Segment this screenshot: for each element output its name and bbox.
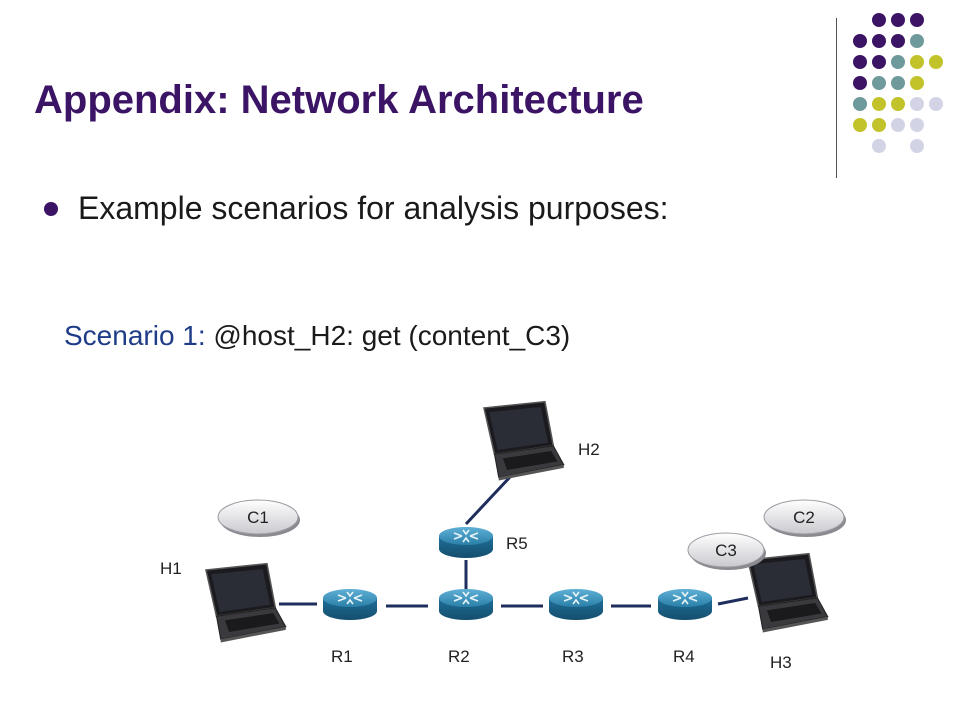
bullet-item: Example scenarios for analysis purposes: (44, 190, 669, 227)
decorative-dot (853, 76, 867, 90)
router-r2 (438, 588, 494, 621)
router-r4-label: R4 (673, 647, 695, 666)
router-r5-label: R5 (506, 534, 528, 553)
bullet-text: Example scenarios for analysis purposes: (78, 190, 669, 226)
decorative-dot (872, 118, 886, 132)
decorative-dot (872, 13, 886, 27)
decorative-dot (910, 76, 924, 90)
laptop-h3-icon (747, 552, 829, 634)
decorative-dot (891, 13, 905, 27)
router-r5 (438, 526, 494, 559)
decorative-dot (910, 13, 924, 27)
network-links (279, 475, 749, 608)
decorative-dot (929, 55, 943, 69)
laptop-h1-icon (205, 562, 287, 644)
content-c1-label: C1 (247, 508, 269, 527)
router-r2-label: R2 (448, 647, 470, 666)
laptop-h2-icon (483, 400, 565, 482)
decorative-dot (853, 118, 867, 132)
content-c3-label: C3 (715, 541, 737, 560)
host-h1-label: H1 (160, 559, 182, 578)
host-h2-label: H2 (578, 440, 600, 459)
decorative-dot (872, 139, 886, 153)
decorative-dot (891, 118, 905, 132)
decorative-dot (910, 34, 924, 48)
decorative-dot (891, 76, 905, 90)
decorative-dot (910, 139, 924, 153)
scenario-command: @host_H2: get (content_C3) (213, 320, 571, 351)
content-c2-label: C2 (793, 508, 815, 527)
scenario-line: Scenario 1: @host_H2: get (content_C3) (64, 320, 570, 352)
router-r3 (548, 588, 604, 621)
router-r1 (322, 588, 378, 621)
decorative-dot (853, 55, 867, 69)
decorative-dot (872, 97, 886, 111)
content-c2: C2 (763, 499, 846, 537)
decorative-dot (891, 55, 905, 69)
host-h3-label: H3 (770, 653, 792, 672)
decorative-dot (891, 34, 905, 48)
decorative-dot (910, 118, 924, 132)
decorative-dot (891, 97, 905, 111)
scenario-prefix: Scenario 1: (64, 320, 214, 351)
decorative-dot-grid (853, 13, 943, 153)
decorative-dot (872, 34, 886, 48)
decorative-dot (872, 55, 886, 69)
content-c3: C3 (687, 532, 766, 570)
router-r1-label: R1 (331, 647, 353, 666)
decorative-dot (853, 97, 867, 111)
content-c1: C1 (217, 499, 300, 537)
decorative-dot (929, 97, 943, 111)
bullet-icon (44, 201, 58, 216)
decorative-dot (910, 97, 924, 111)
router-r3-label: R3 (562, 647, 584, 666)
decorative-dot (872, 76, 886, 90)
slide-title: Appendix: Network Architecture (34, 78, 644, 122)
divider-line (836, 18, 837, 178)
decorative-dot (853, 34, 867, 48)
decorative-dot (910, 55, 924, 69)
router-r4 (657, 588, 713, 621)
